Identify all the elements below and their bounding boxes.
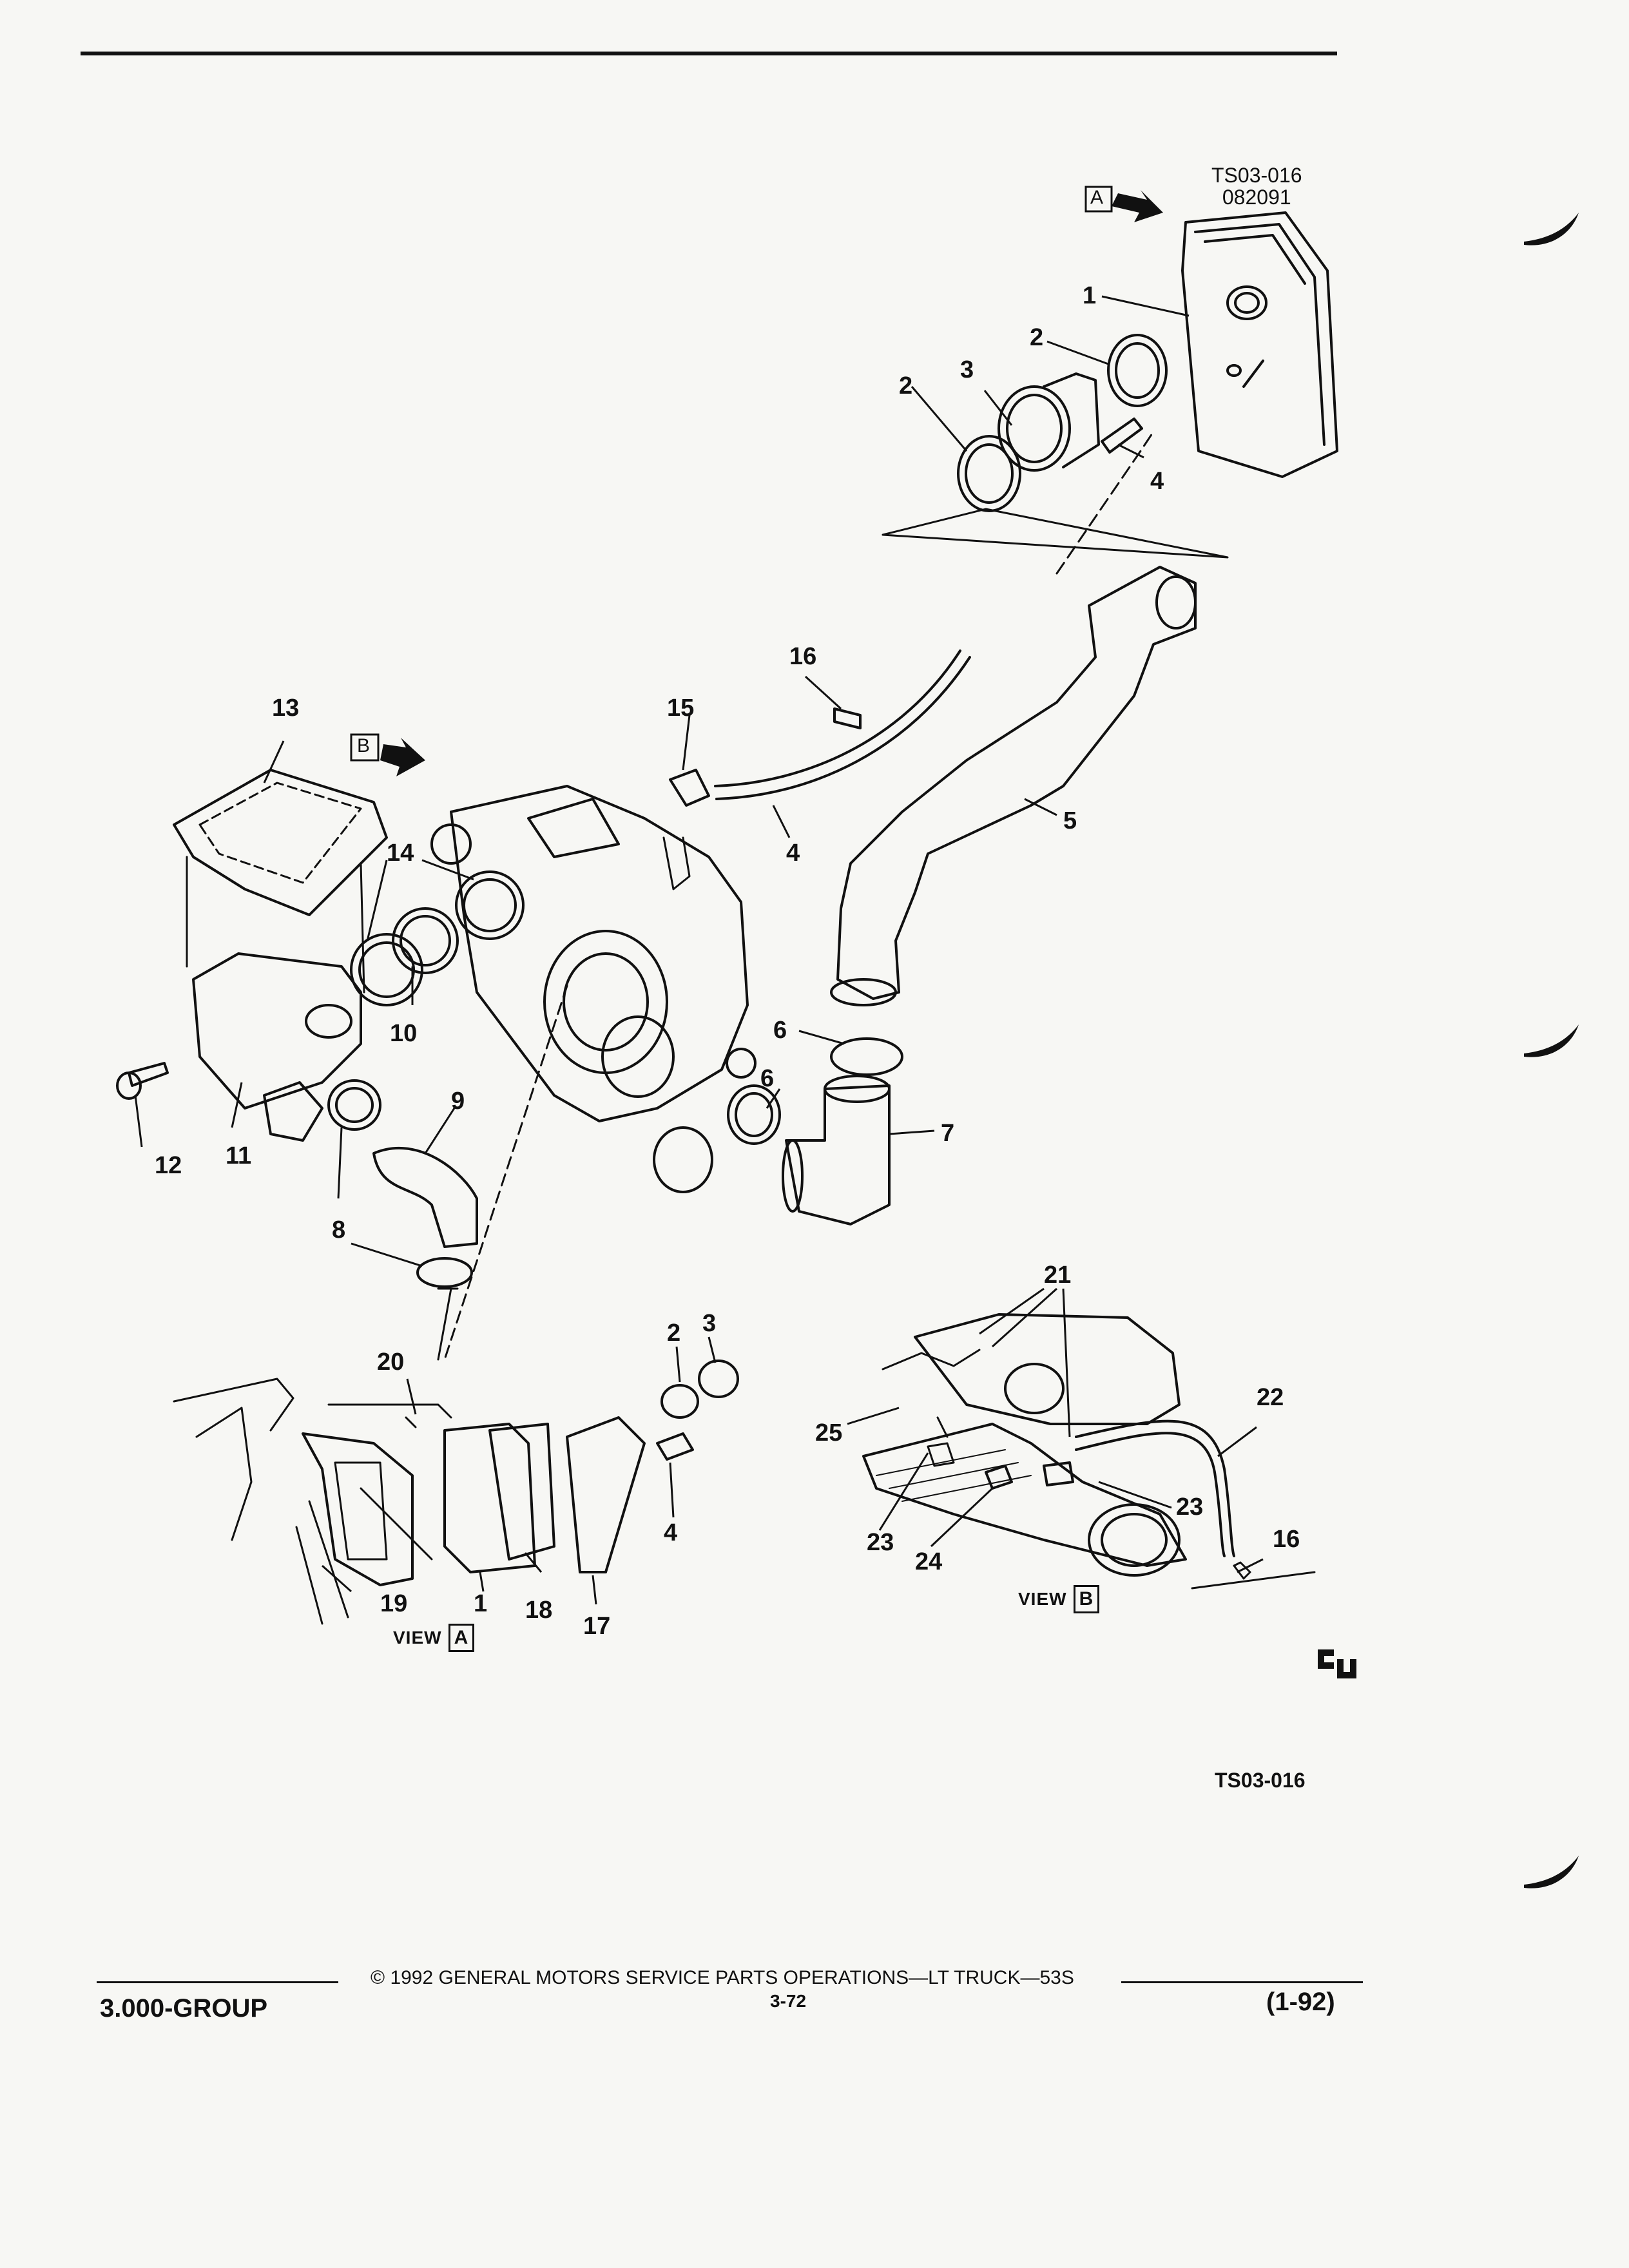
callout-18: 18: [525, 1597, 553, 1624]
callout-19: 19: [380, 1590, 408, 1617]
callout-2: 2: [899, 372, 913, 399]
figure-code-block: TS03-016 082091: [1211, 164, 1302, 208]
footer-group: 3.000-GROUP: [100, 1994, 268, 2023]
footer-rule-right: [1121, 1981, 1363, 1983]
elbow-hose-7: [782, 1075, 891, 1225]
callout-23: 23: [1176, 1494, 1204, 1521]
air-duct: [830, 566, 1197, 1006]
callout-8: 8: [332, 1216, 346, 1244]
hose-10: [392, 907, 459, 974]
figure-code: TS03-016: [1211, 164, 1302, 187]
figure-date: 082091: [1222, 186, 1291, 209]
clamp-6-lower: [727, 1084, 781, 1145]
clamp-6-upper: [830, 1037, 903, 1076]
view-b-letter: B: [1073, 1585, 1100, 1613]
view-a-letter: A: [448, 1624, 475, 1652]
callout-4: 4: [1150, 468, 1164, 495]
callout-2: 2: [1030, 324, 1044, 351]
view-b-caption: VIEW B: [1018, 1585, 1100, 1613]
callout-1: 1: [474, 1590, 488, 1617]
footer-copyright: © 1992 GENERAL MOTORS SERVICE PARTS OPER…: [371, 1967, 1074, 1988]
callout-4: 4: [786, 840, 800, 867]
callout-11: 11: [226, 1142, 252, 1169]
air-box-cover: [173, 769, 388, 916]
elbow-hose: [372, 1146, 478, 1248]
footer-date: (1-92): [1266, 1988, 1335, 2016]
callout-6: 6: [773, 1017, 787, 1044]
top-rule: [81, 52, 1337, 55]
page-edge-marks: [1524, 213, 1579, 1888]
badge-a-letter: A: [1090, 187, 1104, 208]
callout-16: 16: [1273, 1526, 1300, 1553]
callout-6: 6: [760, 1065, 775, 1092]
footer-page-number: 3-72: [770, 1991, 807, 2011]
vent-hose-mid: [714, 649, 971, 800]
callout-7: 7: [941, 1120, 955, 1147]
callout-10: 10: [390, 1020, 418, 1047]
callout-9: 9: [451, 1088, 465, 1115]
elbow-fitting: [669, 769, 710, 807]
callout-3: 3: [702, 1310, 717, 1337]
callout-17: 17: [583, 1613, 611, 1640]
callout-5: 5: [1063, 807, 1077, 834]
clamp-hose-upper: [327, 1079, 381, 1131]
leader-lines: [134, 295, 1264, 1605]
view-a-word: VIEW: [393, 1628, 442, 1648]
figure-code-bottom: TS03-016: [1215, 1769, 1306, 1792]
callout-12: 12: [155, 1152, 182, 1179]
callout-15: 15: [667, 695, 695, 722]
callout-23: 23: [867, 1529, 894, 1556]
vent-tube-top: [1101, 418, 1143, 454]
arrow-b-badge: [350, 733, 425, 776]
callout-14: 14: [387, 840, 414, 867]
callout-3: 3: [960, 356, 974, 383]
cu-logo-mark: [1318, 1649, 1356, 1678]
callout-1: 1: [1083, 282, 1097, 309]
badge-b-letter: B: [357, 735, 371, 756]
callout-24: 24: [915, 1548, 943, 1575]
arrow-a-badge: [1084, 186, 1163, 222]
callout-16: 16: [789, 643, 817, 670]
clamp-hose-lower: [416, 1257, 473, 1288]
silencer-box: [192, 952, 362, 1142]
callout-20: 20: [377, 1349, 405, 1376]
callout-25: 25: [815, 1419, 843, 1446]
turbocharger-assembly: [430, 785, 757, 1193]
view-a-illustration: [173, 1360, 739, 1625]
callout-21: 21: [1044, 1262, 1072, 1289]
callout-13: 13: [272, 695, 300, 722]
clamp-top-left: [957, 435, 1021, 512]
bolt: [116, 1062, 169, 1100]
callout-22: 22: [1257, 1384, 1284, 1411]
footer-rule-left: [97, 1981, 338, 1983]
hose-top: [998, 372, 1100, 472]
air-cleaner-housing: [1181, 211, 1338, 478]
view-b-illustration: [862, 1313, 1316, 1590]
callout-4: 4: [664, 1519, 678, 1546]
connector-fitting: [833, 707, 862, 729]
callout-2: 2: [667, 1320, 681, 1347]
clamp-top-right: [1107, 334, 1168, 407]
view-b-word: VIEW: [1018, 1589, 1067, 1609]
view-a-caption: VIEW A: [393, 1624, 475, 1652]
